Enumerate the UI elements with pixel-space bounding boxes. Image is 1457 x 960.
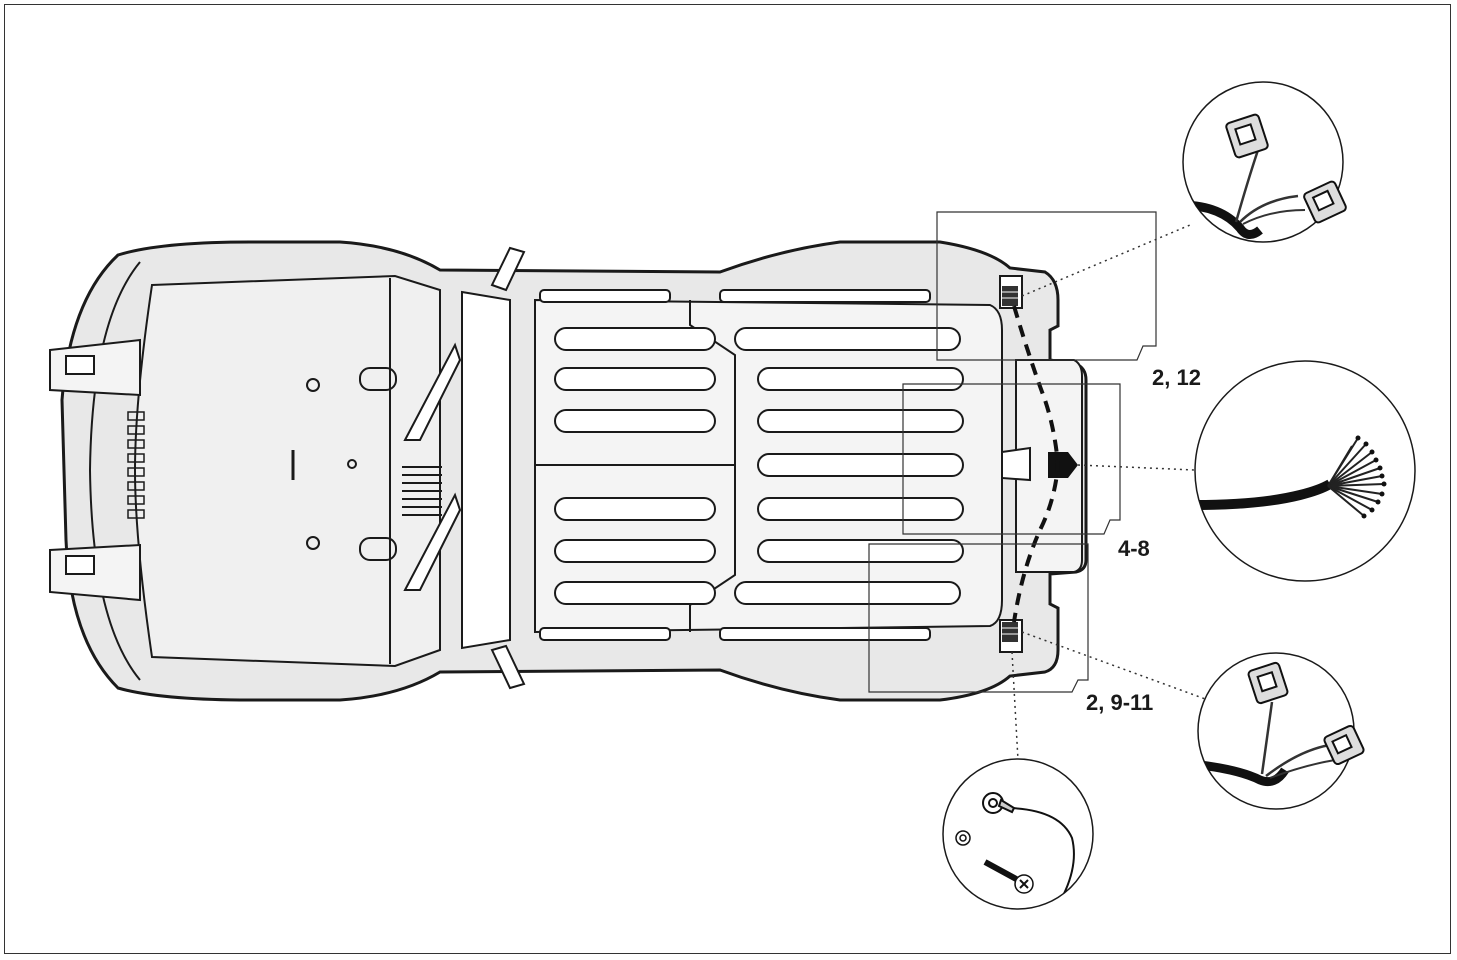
detail-top-connector	[1182, 81, 1347, 243]
front-fender-line	[88, 261, 141, 681]
callout-label-center: 4-8	[1118, 536, 1150, 561]
ground-ring-terminal-icon	[982, 792, 1016, 814]
wire-bundle-icon	[1195, 435, 1387, 519]
hood-outline	[133, 274, 441, 668]
wiring-route	[1012, 305, 1061, 623]
detail-ground-point	[942, 758, 1094, 910]
connector-icon	[1247, 661, 1365, 766]
grille	[127, 411, 145, 519]
callout-label-top: 2, 12	[1152, 365, 1201, 390]
mirror-bottom	[490, 644, 526, 690]
harness-exit-marker	[1048, 452, 1078, 478]
callout-brackets	[868, 211, 1157, 693]
detail-bottom-connector	[1197, 652, 1365, 810]
washer-icon	[955, 830, 971, 846]
leader-lines	[1011, 224, 1209, 761]
roof-slats	[554, 327, 964, 605]
connector-markers	[1002, 286, 1078, 642]
callout-label-bottom: 2, 9-11	[1086, 690, 1154, 715]
diagram-frame	[4, 4, 1451, 954]
vehicle-top-view	[49, 240, 1088, 702]
connector-icon	[1225, 113, 1347, 224]
screw-icon	[983, 859, 1034, 894]
windshield	[461, 290, 511, 650]
detail-wire-bundle	[1194, 360, 1416, 582]
mirror-top	[490, 246, 526, 292]
